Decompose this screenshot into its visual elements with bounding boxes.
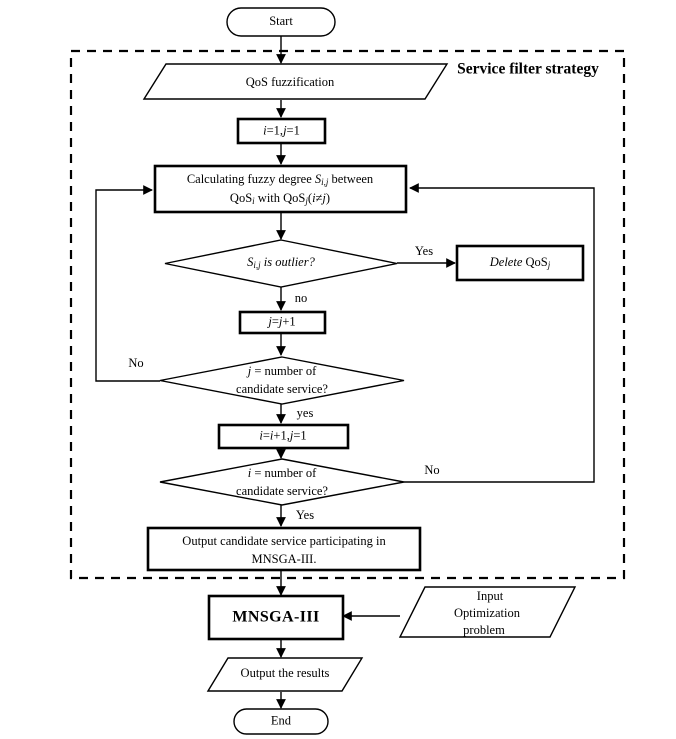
node-input-optimization-problem-line3: problem [463,623,505,637]
node-qos-fuzzification[interactable] [142,63,449,100]
node-end-label: End [271,713,292,727]
group-title: Service filter strategy [457,61,599,78]
node-output-the-results-label: Output the results [241,666,330,680]
service-filter-strategy-group [69,49,626,580]
node-increment-j-label: j=j+1 [266,314,295,328]
node-mnsga-iii-label: MNSGA-III [232,609,319,626]
edge-label-j-decision-no: No [128,356,143,370]
node-input-optimization-problem[interactable] [398,586,577,638]
node-i-count-decision[interactable] [159,458,405,506]
edge-label-i-decision-no: No [424,463,439,477]
node-output-candidate-service[interactable] [146,526,422,572]
edge-label-i-decision-yes: Yes [296,508,314,522]
node-outlier-decision[interactable] [164,239,398,288]
node-input-optimization-problem-line2: Optimization [454,606,521,620]
node-outlier-decision-label: Si,j is outlier? [247,255,315,270]
edge-i-decision-no-loop [404,246,595,483]
node-mnsga-iii[interactable] [207,594,345,641]
node-i-count-decision-line2: candidate service? [236,484,328,498]
node-init-label: i=1,j=1 [263,123,300,137]
node-increment-j[interactable] [238,310,327,335]
node-delete-qos[interactable] [455,244,585,282]
node-calculate-fuzzy-degree-line2: QoSi with QoSj(i≠j) [230,191,330,206]
node-end[interactable] [233,708,329,735]
edge-label-j-decision-yes: yes [297,406,314,420]
node-i-count-decision-line1: i = number of [248,466,317,480]
node-increment-i[interactable] [217,423,350,450]
node-j-count-decision-line1: j = number of [246,364,317,378]
node-output-the-results[interactable] [206,657,364,692]
node-qos-fuzzification-label: QoS fuzzification [246,75,335,89]
node-calculate-fuzzy-degree-line1: Calculating fuzzy degree Si,j between [187,172,374,187]
node-j-count-decision-line2: candidate service? [236,382,328,396]
node-start-label: Start [269,14,293,28]
node-input-optimization-problem-line1: Input [477,589,504,603]
node-increment-i-label: i=i+1,j=1 [259,428,306,442]
edge-j-decision-no-loop [95,185,160,382]
node-output-candidate-service-line2: MNSGA-III. [252,552,317,566]
edge-label-outlier-yes: Yes [415,244,433,258]
edge-delete-loop-back [409,183,595,246]
node-j-count-decision[interactable] [159,356,405,405]
node-delete-qos-label: Delete QoSj [489,255,551,270]
node-init[interactable] [236,117,327,145]
node-start[interactable] [226,7,336,37]
node-calculate-fuzzy-degree[interactable] [153,164,408,214]
edge-label-outlier-no: no [295,291,308,305]
node-output-candidate-service-line1: Output candidate service participating i… [182,534,386,548]
